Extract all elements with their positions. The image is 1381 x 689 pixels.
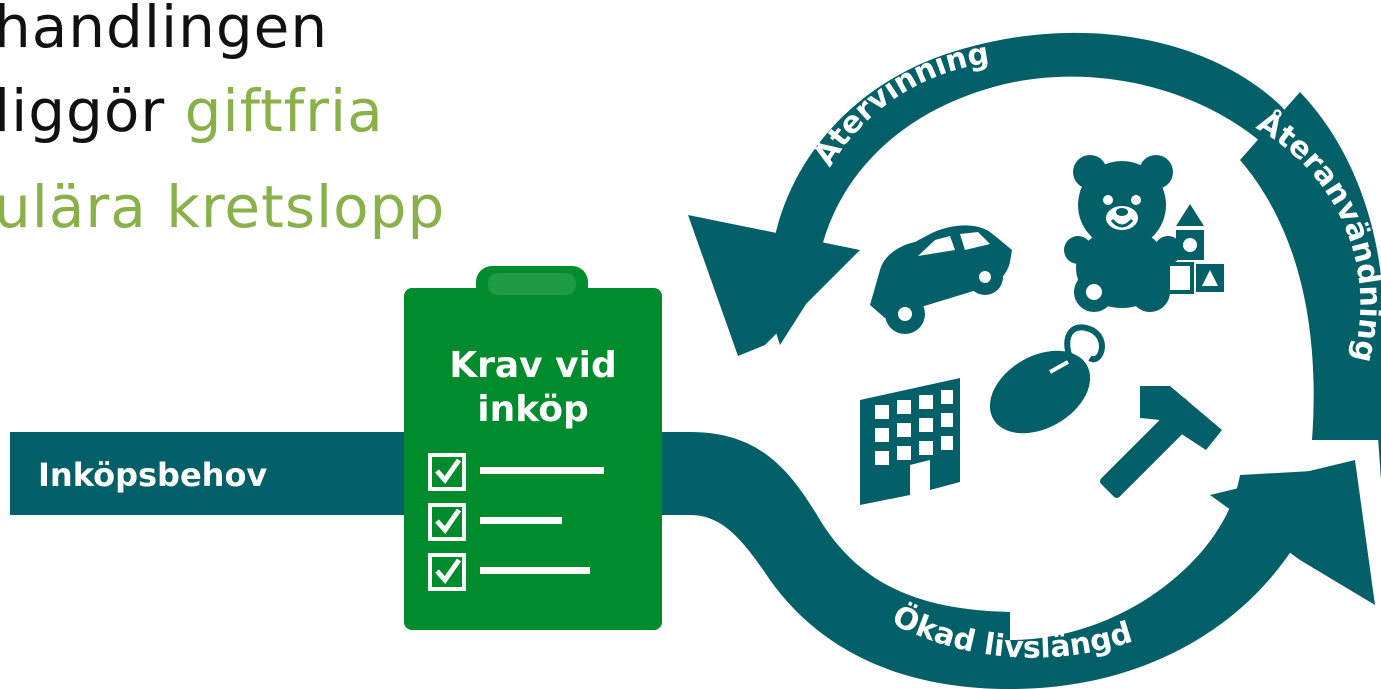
hammer-icon <box>1100 386 1222 498</box>
checklist-line <box>480 567 590 574</box>
checkbox-icon <box>428 553 466 591</box>
checklist-line <box>480 517 562 524</box>
label-recycling: Återvinning <box>805 36 991 172</box>
label-inkopsbehov: Inköpsbehov <box>38 456 267 494</box>
cycle-bottom-band <box>1010 470 1330 689</box>
toy-blocks-icon <box>1166 204 1224 294</box>
checkbox-icon <box>428 453 466 491</box>
headline-line-2: liggör giftfria <box>0 82 384 140</box>
car-icon <box>870 225 1012 334</box>
checklist-item-2 <box>428 503 562 541</box>
headline-line-2-start: liggör <box>0 77 185 145</box>
headline-line-2-highlight: giftfria <box>184 77 384 145</box>
checklist-item-1 <box>428 453 604 491</box>
arrowhead-left <box>688 215 860 356</box>
checkmark-icon <box>435 558 462 585</box>
checkbox-icon <box>428 503 466 541</box>
clipboard-title-line-1: Krav vid <box>449 345 617 386</box>
clipboard-board <box>404 288 662 630</box>
checkmark-icon <box>435 458 462 485</box>
clipboard-clip <box>476 266 588 302</box>
cycle-ring <box>688 32 1381 689</box>
clipboard-title-line-2: inköp <box>477 389 588 430</box>
computer-mouse-icon <box>989 324 1105 434</box>
clipboard-clip-shine <box>488 273 576 295</box>
checklist <box>428 453 604 591</box>
checklist-line <box>480 467 604 474</box>
pipe-curve <box>560 432 1010 689</box>
headline-line-1: handlingen <box>0 0 329 61</box>
headline-line-3: ulära kretslopp <box>0 173 446 241</box>
cycle-right-band <box>1240 92 1381 440</box>
arrowhead-right <box>1210 460 1375 605</box>
clipboard: Krav vid inköp <box>404 266 662 630</box>
checklist-item-3 <box>428 553 590 591</box>
teddy-bear-icon <box>1064 155 1182 312</box>
building-icon <box>860 378 960 505</box>
checkmark-icon <box>435 508 462 535</box>
